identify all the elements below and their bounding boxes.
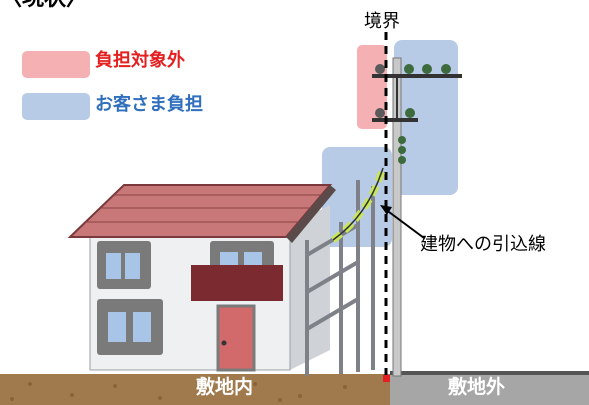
diagram-title: 〈現状〉 bbox=[0, 0, 88, 10]
window-upper-left-glass-2 bbox=[125, 253, 140, 279]
door bbox=[216, 304, 256, 372]
boundary-label: 境界 bbox=[364, 11, 400, 32]
ground-outside bbox=[390, 374, 589, 405]
legend-label-customer: お客さま負担 bbox=[95, 94, 203, 115]
window-lower-left-glass-1 bbox=[108, 312, 126, 342]
callout-arrowhead bbox=[380, 205, 392, 215]
crossarm-lower bbox=[372, 118, 418, 122]
ground-label-inside: 敷地内 bbox=[196, 376, 254, 398]
door-knob bbox=[221, 340, 227, 346]
customer-region-pole bbox=[394, 40, 458, 195]
roof-edge bbox=[286, 185, 336, 243]
window-lower-left bbox=[97, 299, 163, 355]
callout-arrow bbox=[384, 208, 425, 239]
house-roof bbox=[67, 184, 333, 238]
legend-label-excluded: 負担対象外 bbox=[95, 50, 185, 71]
boundary-marker bbox=[383, 375, 390, 382]
legend-swatch-excluded bbox=[22, 51, 90, 78]
window-upper-left bbox=[97, 241, 151, 289]
ground-label-outside: 敷地外 bbox=[448, 376, 506, 398]
ground-inside bbox=[0, 374, 390, 405]
window-upper-left-glass-1 bbox=[106, 253, 121, 279]
legend-swatch-customer bbox=[22, 93, 90, 120]
balcony bbox=[191, 265, 283, 301]
insulators bbox=[375, 64, 451, 164]
crossarm-upper bbox=[372, 74, 462, 78]
service-wire bbox=[332, 167, 384, 241]
service-wire-callout: 建物への引込線 bbox=[420, 234, 546, 255]
roof-tiles bbox=[85, 194, 326, 223]
ground-texture bbox=[10, 382, 347, 402]
road-edge bbox=[390, 371, 589, 375]
window-lower-left-glass-2 bbox=[133, 312, 151, 342]
